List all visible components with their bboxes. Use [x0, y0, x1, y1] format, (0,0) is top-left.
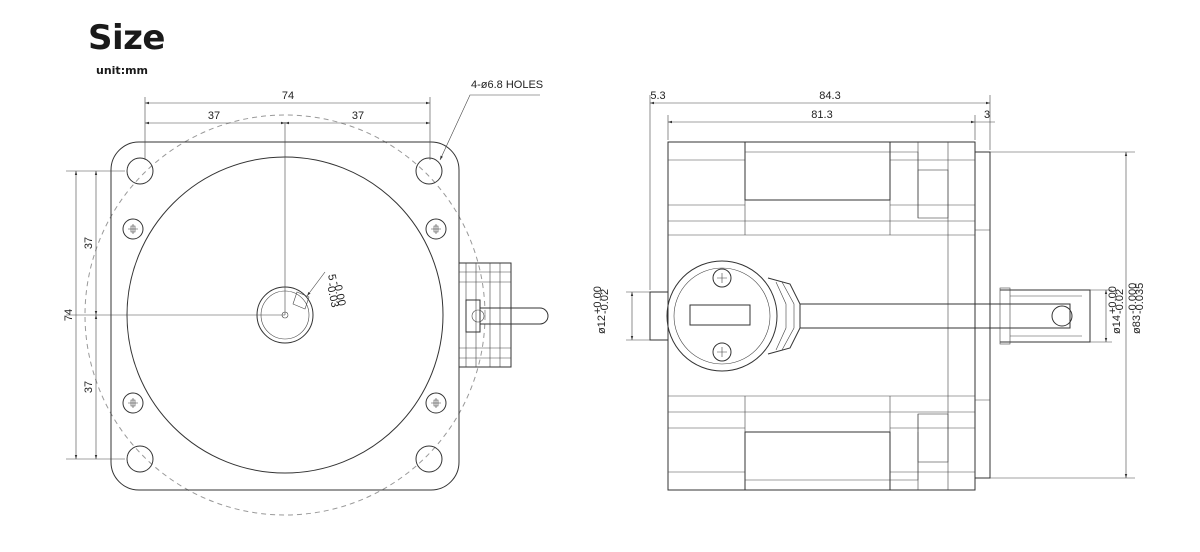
dim-height-total: 74 [63, 309, 75, 321]
unit-label: unit:mm [96, 64, 149, 77]
dim-overall-length: 84.3 [819, 90, 840, 102]
screw-icon [425, 218, 447, 240]
boss-dia: ø12 [596, 315, 608, 334]
shaft-tol-lower: -0.02 [1114, 289, 1126, 314]
dim-flange: 5.3 [650, 90, 665, 102]
shaft-tol-upper: +0.00 [1107, 286, 1119, 314]
pilot-dia: ø83 [1131, 315, 1143, 334]
front-view [66, 94, 549, 516]
shaft-key [292, 291, 310, 310]
connector-block [458, 262, 549, 368]
dim-width-half-right: 37 [352, 110, 364, 122]
connector-window [689, 304, 751, 326]
mount-hole-tr [415, 157, 443, 185]
output-shaft [799, 303, 1071, 329]
boss-tol-upper: +0.00 [592, 286, 604, 314]
dim-pilot: 3 [984, 109, 990, 121]
dim-width-total: 74 [282, 90, 294, 102]
mount-hole-bl [126, 445, 154, 473]
key-tol-lower: -0.03 [324, 282, 341, 309]
mount-hole-tl [126, 157, 154, 185]
motor-body [667, 141, 976, 491]
screw-icon [712, 342, 732, 362]
page-title: Size [88, 18, 166, 58]
key-label: 5 [325, 273, 338, 281]
dim-width-half-left: 37 [208, 110, 220, 122]
pilot-flange [974, 151, 991, 479]
pilot-tol-upper: -0.000 [1127, 283, 1139, 314]
shaft-dia: ø14 [1111, 315, 1123, 334]
dim-height-half-bottom: 37 [83, 381, 95, 393]
connector-housing [666, 260, 778, 372]
bolt-circle [84, 114, 486, 516]
dim-body-length: 81.3 [811, 109, 832, 121]
screw-icon [425, 392, 447, 414]
screw-icon [122, 392, 144, 414]
dim-height-half-top: 37 [83, 237, 95, 249]
pilot-tol-lower: -0.035 [1134, 283, 1146, 314]
mount-hole-br [415, 445, 443, 473]
rear-boss [649, 291, 669, 341]
side-view [626, 95, 1135, 491]
screw-icon [712, 268, 732, 288]
boss-tol-lower: -0.02 [599, 289, 611, 314]
holes-label: 4-ø6.8 HOLES [471, 79, 543, 91]
screw-icon [122, 218, 144, 240]
key-tol-upper: -0.00 [331, 280, 348, 307]
